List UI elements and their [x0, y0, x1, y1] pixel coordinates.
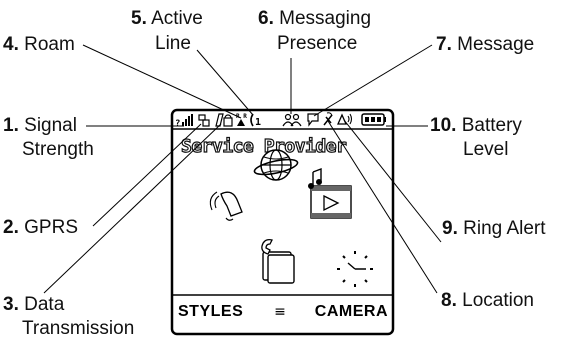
- roam-icon: R R: [236, 113, 247, 126]
- leader-gprs: [92, 123, 202, 227]
- ring-alert-icon: [336, 113, 353, 125]
- callout-ring-alert: 9. Ring Alert: [442, 218, 546, 240]
- softkey-camera[interactable]: CAMERA: [315, 303, 388, 320]
- callout-text: Location: [462, 290, 534, 311]
- callout-number: 8.: [441, 290, 457, 311]
- callout-location: 8. Location: [441, 290, 534, 312]
- callout-number: 2.: [3, 217, 19, 238]
- svg-text:R R: R R: [236, 113, 247, 120]
- media-gallery-icon[interactable]: [308, 167, 352, 219]
- callout-leader-lines: [43, 44, 442, 294]
- clock-icon[interactable]: [337, 251, 373, 287]
- leader-location: [327, 120, 438, 294]
- svg-text:1: 1: [255, 117, 261, 128]
- callout-message: 7. Message: [436, 34, 534, 56]
- callout-text: Transmission: [22, 318, 135, 339]
- leader-roam: [82, 44, 242, 119]
- callout-gprs: 2. GPRS: [3, 217, 78, 239]
- callout-number: 9.: [442, 218, 458, 239]
- callout-messaging-presence: 6. Messaging: [258, 8, 371, 30]
- callout-text: Data: [24, 294, 65, 315]
- callout-text: Battery: [461, 115, 522, 136]
- callout-roam: 4. Roam: [3, 34, 75, 56]
- callout-battery-level-line2: Level: [463, 139, 508, 161]
- phonebook-icon[interactable]: [261, 238, 295, 284]
- svg-text:?: ?: [175, 119, 180, 129]
- callout-text: Line: [155, 33, 191, 54]
- callout-number: 5.: [131, 8, 147, 29]
- leader-message: [313, 44, 433, 117]
- web-globe-icon[interactable]: [253, 149, 299, 181]
- callout-text: Roam: [24, 34, 75, 55]
- callout-signal-strength: 1. Signal: [3, 115, 77, 137]
- callout-text: Presence: [277, 33, 358, 54]
- phone-screen-frame: [170, 108, 395, 336]
- callout-text: Ring Alert: [463, 218, 546, 239]
- softkey-styles[interactable]: STYLES: [178, 303, 243, 320]
- callout-text: Signal: [24, 115, 77, 136]
- callout-text: Messaging: [279, 8, 372, 29]
- menu-key-icon[interactable]: ≡: [274, 304, 286, 320]
- callout-battery-level: 10. Battery: [430, 115, 522, 137]
- callout-signal-strength-line2: Strength: [22, 139, 94, 161]
- callout-text: Level: [463, 139, 509, 160]
- callout-active-line: 5. Active: [131, 8, 203, 30]
- battery-level-icon: [361, 113, 386, 126]
- callout-data-transmission-line2: Transmission: [22, 318, 134, 340]
- callout-number: 7.: [436, 34, 452, 55]
- messaging-presence-icon: [282, 113, 302, 127]
- gprs-icon: [198, 114, 210, 127]
- location-icon: [323, 112, 333, 126]
- callout-text: Message: [457, 34, 535, 55]
- callout-number: 1.: [3, 115, 19, 136]
- callout-data-transmission: 3. Data: [3, 294, 64, 316]
- callout-number: 4.: [3, 34, 19, 55]
- callout-number: 6.: [258, 8, 274, 29]
- callout-active-line-line2: Line: [155, 33, 191, 55]
- leader-data: [43, 123, 222, 294]
- callout-text: Strength: [22, 139, 94, 160]
- callout-messaging-presence-line2: Presence: [277, 33, 357, 55]
- ringtone-icon[interactable]: [209, 191, 243, 221]
- service-provider-label: Service Provider: [181, 136, 347, 157]
- callout-text: Active: [151, 8, 203, 29]
- callout-number: 3.: [3, 294, 19, 315]
- leader-ring-alert: [343, 119, 442, 243]
- callout-number: 10.: [430, 115, 457, 136]
- callout-text: GPRS: [24, 217, 78, 238]
- active-line-icon: 1: [250, 113, 261, 128]
- leader-active-line: [196, 49, 254, 116]
- signal-strength-icon: ?: [175, 114, 193, 129]
- message-icon: [307, 113, 319, 127]
- data-transmission-icon: [215, 113, 233, 127]
